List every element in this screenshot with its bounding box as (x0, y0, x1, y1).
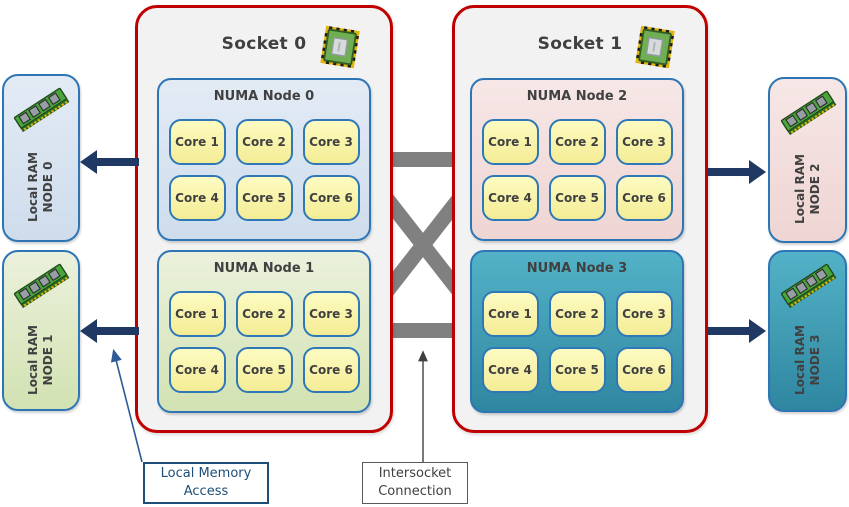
local-memory-arrow-node0 (80, 150, 139, 174)
core: Core 2 (235, 291, 293, 337)
numa-node-1: NUMA Node 1 Core 1 Core 2 Core 3 Core 4 … (157, 250, 371, 413)
ram-node-2-label: Local RAM NODE 2 (793, 154, 823, 224)
core-grid: Core 1 Core 2 Core 3 Core 4 Core 5 Core … (472, 291, 682, 393)
numa-node-3-title: NUMA Node 3 (526, 261, 628, 276)
core-grid: Core 1 Core 2 Core 3 Core 4 Core 5 Core … (159, 119, 369, 221)
ram-stick-icon (13, 263, 70, 309)
numa-node-2: NUMA Node 2 Core 1 Core 2 Core 3 Core 4 … (470, 78, 684, 241)
ram-label-line1: Local RAM (792, 325, 807, 395)
core: Core 6 (615, 175, 673, 221)
cpu-chip-icon (635, 25, 675, 69)
ram-node-0-label: Local RAM NODE 0 (26, 152, 56, 222)
ram-node-3-label: Local RAM NODE 3 (793, 325, 823, 395)
cpu-chip-icon (320, 25, 360, 69)
core: Core 6 (302, 175, 360, 221)
ram-label-line1: Local RAM (26, 152, 40, 222)
core: Core 4 (481, 347, 539, 393)
intersocket-link-top (376, 152, 470, 167)
core: Core 3 (615, 119, 673, 165)
ram-stick-icon (13, 87, 70, 133)
intersocket-connection-text: Intersocket Connection (378, 465, 452, 499)
numa-node-0: NUMA Node 0 Core 1 Core 2 Core 3 Core 4 … (157, 78, 371, 241)
ram-label-line2: NODE 0 (41, 161, 55, 213)
intersocket-link-bottom (376, 323, 470, 338)
core: Core 5 (235, 175, 293, 221)
ram-node-1: Local RAM NODE 1 (2, 250, 80, 411)
core: Core 2 (548, 119, 606, 165)
ram-node-0: Local RAM NODE 0 (2, 74, 80, 242)
intersocket-cross-link-2 (378, 190, 468, 300)
ram-stick-icon (780, 263, 836, 309)
core: Core 2 (548, 291, 606, 337)
numa-node-1-title: NUMA Node 1 (213, 261, 315, 276)
core: Core 4 (168, 347, 226, 393)
core: Core 1 (168, 291, 226, 337)
ram-label-wrap: Local RAM NODE 2 (770, 137, 845, 241)
core: Core 1 (481, 291, 539, 337)
local-memory-arrow-node3 (707, 319, 766, 343)
ram-label-line1: Local RAM (792, 154, 807, 224)
core: Core 5 (548, 175, 606, 221)
ram-label-line1: Local RAM (26, 324, 40, 395)
core: Core 1 (481, 119, 539, 165)
core: Core 6 (302, 347, 360, 393)
local-memory-arrow-node2 (707, 160, 766, 184)
local-memory-access-label: Local Memory Access (143, 462, 269, 504)
ram-label-line2: NODE 1 (41, 334, 55, 385)
local-memory-access-text: Local Memory Access (160, 465, 252, 499)
numa-node-2-title: NUMA Node 2 (526, 89, 628, 104)
core: Core 5 (548, 347, 606, 393)
socket-0-title: Socket 0 (221, 34, 307, 54)
ram-label-line2: NODE 2 (807, 163, 822, 215)
core: Core 5 (235, 347, 293, 393)
core: Core 3 (302, 119, 360, 165)
core-grid: Core 1 Core 2 Core 3 Core 4 Core 5 Core … (472, 119, 682, 221)
ram-label-wrap: Local RAM NODE 1 (4, 310, 78, 409)
numa-node-3: NUMA Node 3 Core 1 Core 2 Core 3 Core 4 … (470, 250, 684, 413)
core: Core 4 (481, 175, 539, 221)
socket-1: Socket 1 NUMA Node 2 Core 1 Core 2 Core … (452, 5, 708, 433)
core: Core 3 (302, 291, 360, 337)
ram-node-1-label: Local RAM NODE 1 (26, 325, 56, 395)
core: Core 3 (615, 291, 673, 337)
socket-1-title: Socket 1 (537, 34, 623, 54)
core: Core 6 (615, 347, 673, 393)
ram-label-wrap: Local RAM NODE 0 (4, 134, 78, 240)
ram-stick-icon (780, 90, 836, 136)
ram-label-line2: NODE 3 (807, 334, 822, 386)
socket-0: Socket 0 NUMA Node 0 Core 1 Core 2 Core … (135, 5, 393, 433)
core: Core 2 (235, 119, 293, 165)
core-grid: Core 1 Core 2 Core 3 Core 4 Core 5 Core … (159, 291, 369, 393)
core: Core 1 (168, 119, 226, 165)
intersocket-connection-label: Intersocket Connection (362, 462, 468, 504)
ram-node-2: Local RAM NODE 2 (768, 77, 847, 243)
core: Core 4 (168, 175, 226, 221)
ram-label-wrap: Local RAM NODE 3 (770, 310, 845, 410)
numa-node-0-title: NUMA Node 0 (213, 89, 315, 104)
ram-node-3: Local RAM NODE 3 (768, 250, 847, 412)
local-memory-arrow-node1 (80, 319, 139, 343)
